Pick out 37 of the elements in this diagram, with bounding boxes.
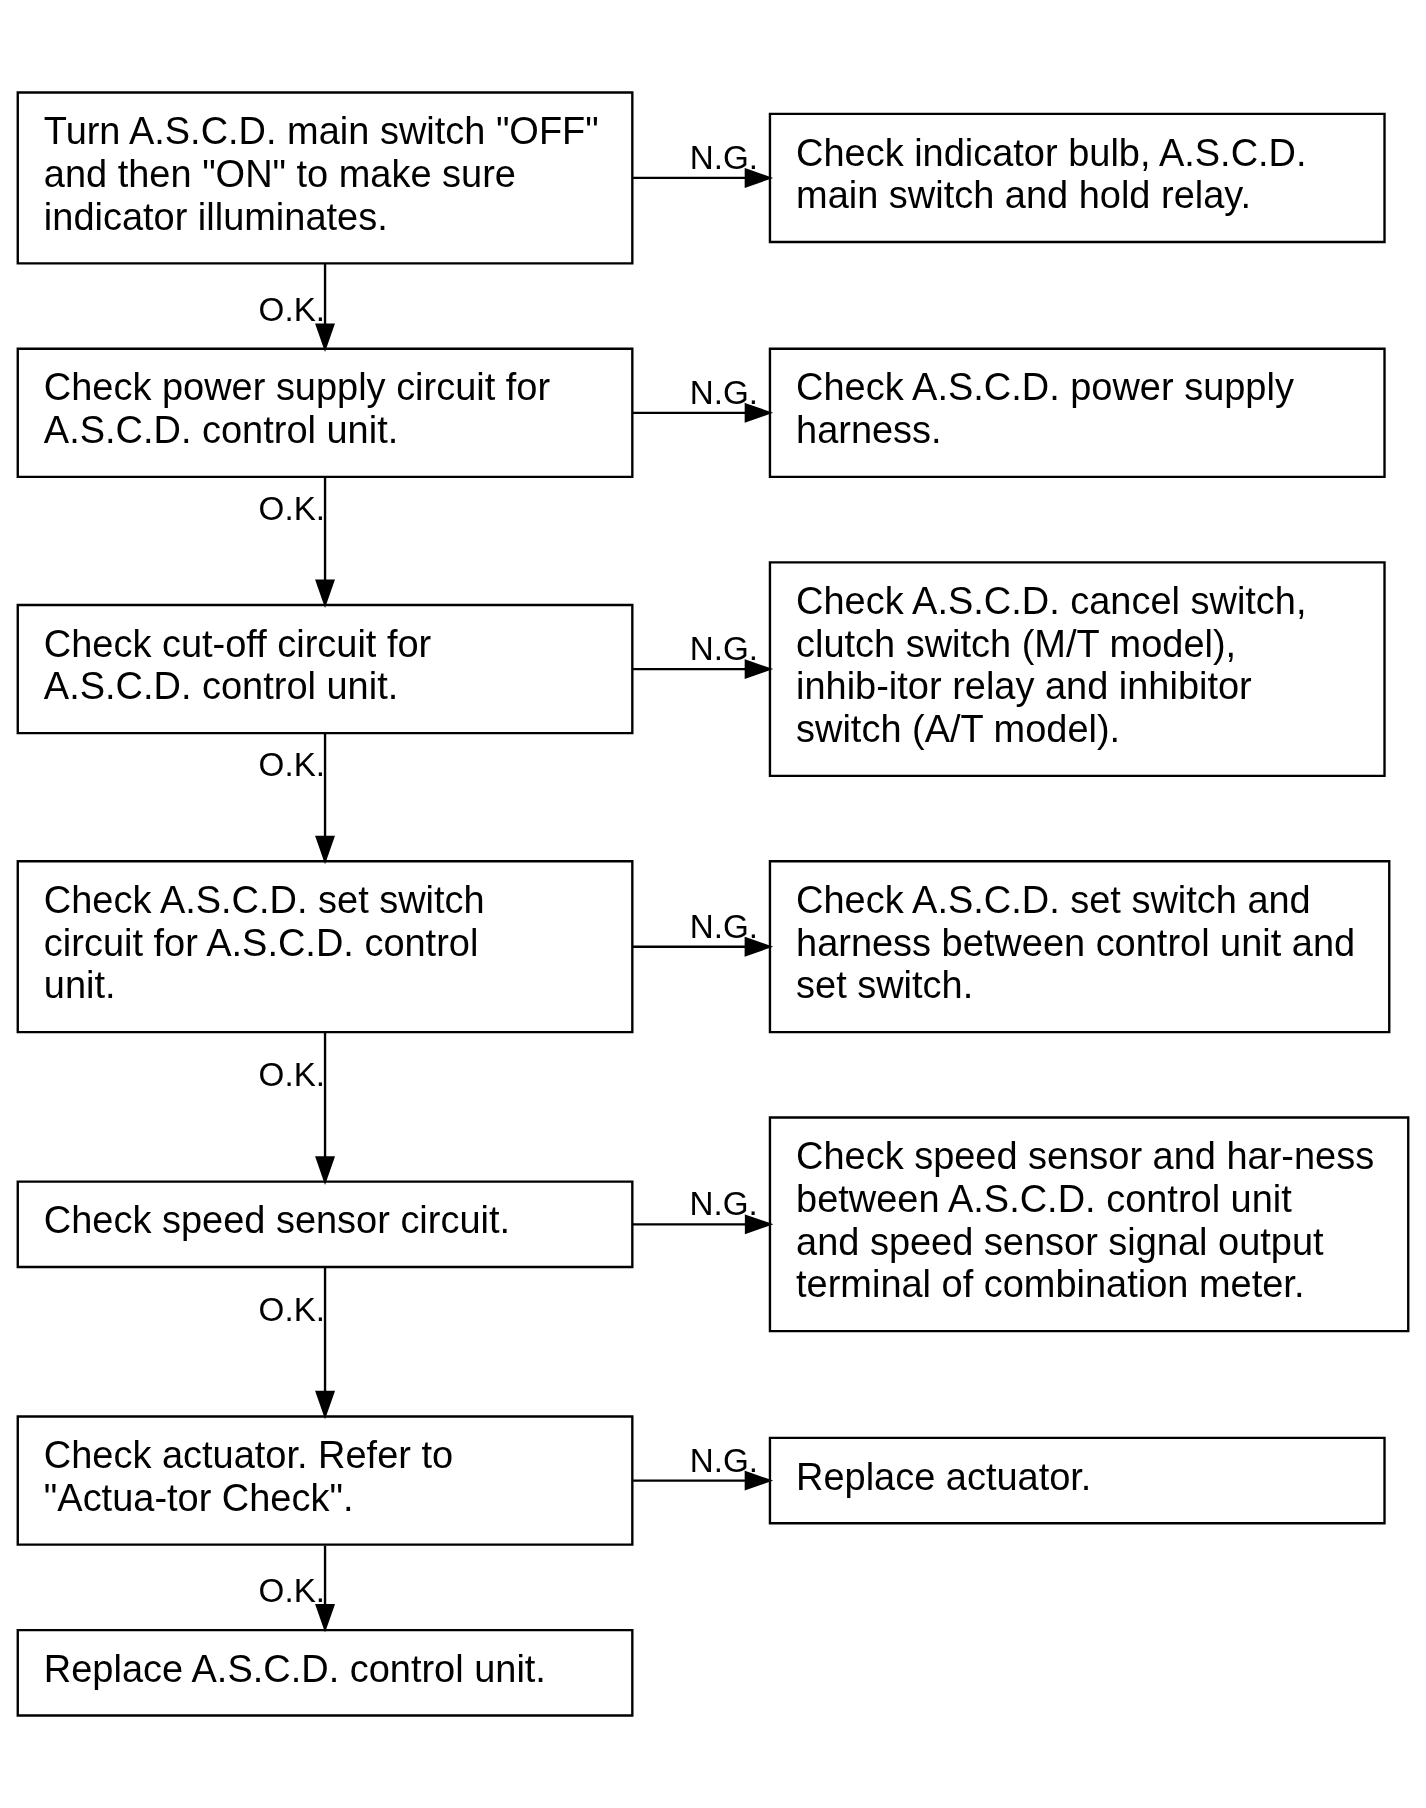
- edge-label: O.K.: [258, 1055, 326, 1093]
- arrow: [315, 1267, 336, 1420]
- edge-label: O.K.: [258, 1290, 326, 1328]
- edge-label: O.K.: [258, 1572, 326, 1610]
- node-box: Check actuator. Refer to "Actua-tor Check".: [16, 1415, 634, 1546]
- arrow: [315, 263, 336, 352]
- arrow: [315, 1545, 336, 1633]
- edge-label: O.K.: [258, 290, 326, 328]
- edge-label: N.G.: [689, 373, 759, 411]
- arrow: [633, 402, 774, 423]
- arrow: [315, 477, 336, 609]
- arrow: [315, 733, 336, 865]
- edge-label: O.K.: [258, 746, 326, 784]
- arrow: [633, 1470, 774, 1491]
- arrow: [633, 936, 774, 957]
- node-box: Replace actuator.: [768, 1436, 1386, 1525]
- edge-label: N.G.: [689, 1185, 758, 1223]
- arrow: [632, 1214, 774, 1235]
- node-box: Check A.S.C.D. power supply harness.: [768, 347, 1386, 479]
- edge-label: N.G.: [689, 138, 759, 176]
- edge-label: O.K.: [258, 490, 326, 528]
- node-box: Check indicator bulb, A.S.C.D. main switch and hold relay.: [768, 112, 1386, 244]
- node-box: Turn A.S.C.D. main switch "OFF" and then "ON" to make sure indicator illuminates.: [16, 91, 634, 265]
- node-box: Check speed sensor and har-ness between A.S.C.D. control unit and speed sensor signal output terminal of combination meter.: [768, 1116, 1410, 1333]
- arrow: [633, 167, 774, 188]
- node-box: Check cut-off circuit for A.S.C.D. control unit.: [16, 603, 634, 735]
- node-box: Replace A.S.C.D. control unit.: [16, 1628, 634, 1717]
- node-box: Check power supply circuit for A.S.C.D. control unit.: [16, 347, 634, 479]
- edge-label: N.G.: [689, 907, 758, 945]
- node-box: Check A.S.C.D. cancel switch, clutch switch (M/T model), inhib-itor relay and inhibitor switch (A/T model).: [768, 561, 1386, 778]
- node-box: Check A.S.C.D. set switch circuit for A.S.C.D. control unit.: [16, 860, 634, 1034]
- node-box: Check speed sensor circuit.: [16, 1180, 634, 1269]
- edge-label: N.G.: [689, 630, 759, 668]
- arrow: [633, 659, 774, 680]
- edge-label: N.G.: [689, 1441, 759, 1479]
- arrow: [315, 1032, 336, 1185]
- node-box: Check A.S.C.D. set switch and harness between control unit and set switch.: [768, 860, 1391, 1034]
